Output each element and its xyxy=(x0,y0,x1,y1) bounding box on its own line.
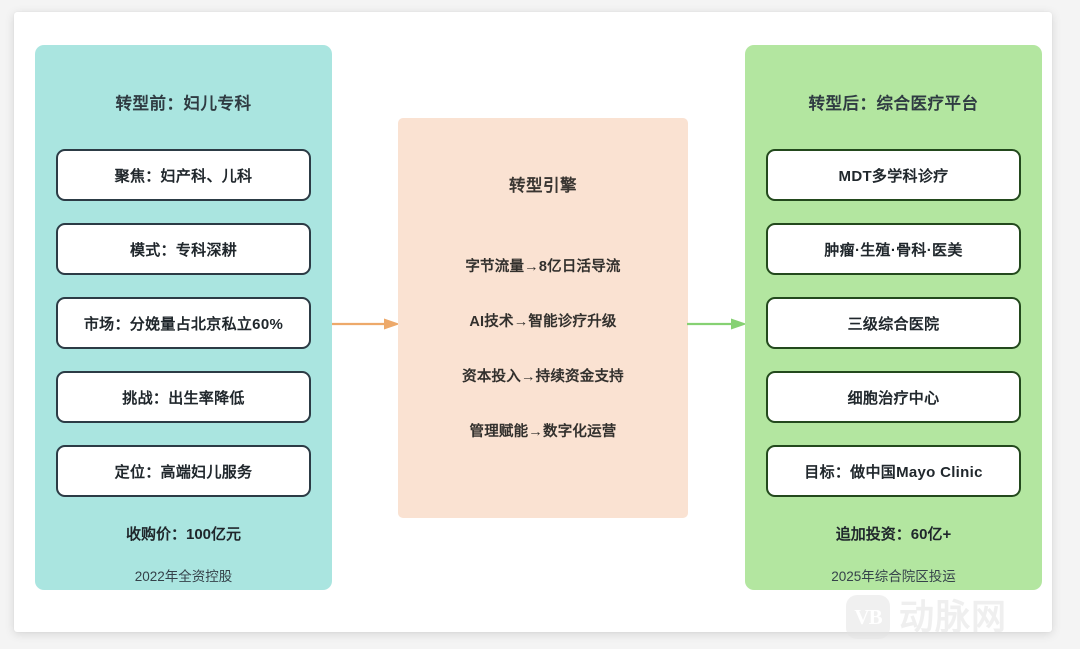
engine-line-4: 管理赋能→数字化运营 xyxy=(469,424,617,440)
after-item-label-5: 目标：做中国Mayo Clinic xyxy=(804,463,983,481)
panel-transformation-engine: 转型引擎 字节流量→8亿日活导流 AI技术→智能诊疗升级 资本投入→持续资金支持… xyxy=(398,118,688,518)
arrow-engine-to-after-icon xyxy=(687,318,747,330)
after-item-box-5: 目标：做中国Mayo Clinic xyxy=(766,445,1021,497)
panel-after-transformation: 转型后：综合医疗平台 MDT多学科诊疗 肿瘤·生殖·骨科·医美 三级综合医院 细… xyxy=(745,45,1042,590)
after-item-box-4: 细胞治疗中心 xyxy=(766,371,1021,423)
after-footer-campus-note: 2025年综合院区投运 xyxy=(831,569,956,584)
arrow-before-to-engine-icon xyxy=(332,318,400,330)
before-item-label-5: 定位：高端妇儿服务 xyxy=(114,463,253,481)
before-item-box-2: 模式：专科深耕 xyxy=(56,223,311,275)
after-item-box-3: 三级综合医院 xyxy=(766,297,1021,349)
engine-line-1: 字节流量→8亿日活导流 xyxy=(465,259,621,275)
panel-before-transformation: 转型前：妇儿专科 聚焦：妇产科、儿科 模式：专科深耕 市场：分娩量占北京私立60… xyxy=(35,45,332,590)
before-item-label-3: 市场：分娩量占北京私立60% xyxy=(83,315,284,333)
after-item-label-1: MDT多学科诊疗 xyxy=(838,167,949,185)
before-item-label-1: 聚焦：妇产科、儿科 xyxy=(114,167,253,185)
panel-before-title: 转型前：妇儿专科 xyxy=(115,95,252,113)
after-item-label-4: 细胞治疗中心 xyxy=(847,389,940,407)
before-item-label-2: 模式：专科深耕 xyxy=(129,241,238,259)
panel-after-title: 转型后：综合医疗平台 xyxy=(808,95,979,113)
diagram-card: 转型前：妇儿专科 聚焦：妇产科、儿科 模式：专科深耕 市场：分娩量占北京私立60… xyxy=(14,12,1052,632)
after-item-box-2: 肿瘤·生殖·骨科·医美 xyxy=(766,223,1021,275)
before-item-box-4: 挑战：出生率降低 xyxy=(56,371,311,423)
before-item-box-3: 市场：分娩量占北京私立60% xyxy=(56,297,311,349)
before-item-box-5: 定位：高端妇儿服务 xyxy=(56,445,311,497)
engine-line-2: AI技术→智能诊疗升级 xyxy=(469,314,617,330)
panel-engine-title: 转型引擎 xyxy=(509,177,577,195)
before-item-label-4: 挑战：出生率降低 xyxy=(122,389,245,407)
before-footer-ownership-note: 2022年全资控股 xyxy=(134,569,233,584)
after-footer-additional-investment: 追加投资：60亿+ xyxy=(835,526,952,543)
after-item-label-2: 肿瘤·生殖·骨科·医美 xyxy=(824,241,963,259)
after-item-label-3: 三级综合医院 xyxy=(847,315,940,333)
before-footer-acquisition-price: 收购价：100亿元 xyxy=(125,526,242,543)
engine-line-3: 资本投入→持续资金支持 xyxy=(462,369,624,385)
before-item-box-1: 聚焦：妇产科、儿科 xyxy=(56,149,311,201)
after-item-box-1: MDT多学科诊疗 xyxy=(766,149,1021,201)
